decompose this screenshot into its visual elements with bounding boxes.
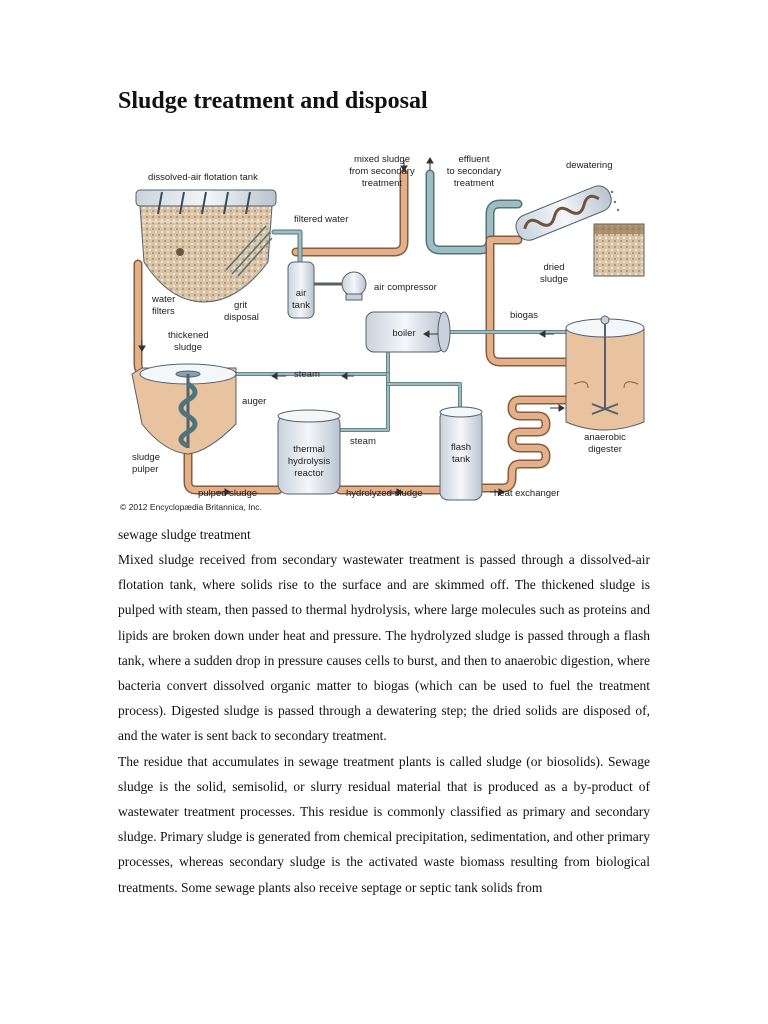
figure-caption: sewage sludge treatment <box>118 527 251 542</box>
svg-text:tank: tank <box>452 454 470 465</box>
label-anaerobic-digester: anaerobic <box>584 432 626 443</box>
diagram-labels: dissolved-air flotation tank mixed sludg… <box>120 154 626 512</box>
svg-text:sludge: sludge <box>174 342 202 353</box>
svg-text:treatment: treatment <box>362 178 402 189</box>
body-text: Mixed sludge received from secondary was… <box>118 547 650 900</box>
label-thermal-hydrolysis: thermal <box>293 444 325 455</box>
copyright-notice: © 2012 Encyclopædia Britannica, Inc. <box>120 502 262 512</box>
air-compressor <box>341 271 367 301</box>
label-biogas: biogas <box>510 310 538 321</box>
svg-text:disposal: disposal <box>224 312 259 323</box>
svg-text:sludge: sludge <box>540 274 568 285</box>
label-flash-tank: flash <box>451 442 471 453</box>
svg-text:tank: tank <box>292 300 310 311</box>
svg-text:hydrolysis: hydrolysis <box>288 456 330 467</box>
paragraph-1: Mixed sludge received from secondary was… <box>118 552 650 744</box>
paragraph-2: The residue that accumulates in sewage t… <box>118 753 650 895</box>
flash-tank <box>439 406 483 501</box>
label-grit-disposal: grit <box>234 300 248 311</box>
label-hydrolyzed-sludge: hydrolyzed sludge <box>346 488 423 499</box>
svg-text:treatment: treatment <box>454 178 494 189</box>
label-steam-top: steam <box>294 369 320 380</box>
label-dried-sludge: dried <box>543 262 564 273</box>
sludge-treatment-diagram: dissolved-air flotation tank mixed sludg… <box>118 152 650 516</box>
svg-text:from secondary: from secondary <box>349 166 415 177</box>
svg-text:reactor: reactor <box>294 468 324 479</box>
diagram-svg: dissolved-air flotation tank mixed sludg… <box>120 154 645 512</box>
boiler <box>365 311 451 353</box>
label-pulped-sludge: pulped sludge <box>198 488 257 499</box>
label-sludge-pulper: sludge <box>132 452 160 463</box>
label-heat-exchanger: heat exchanger <box>494 488 560 499</box>
svg-text:pulper: pulper <box>132 464 158 475</box>
svg-text:to secondary: to secondary <box>447 166 502 177</box>
label-air-tank: air <box>296 288 307 299</box>
dewatering-unit <box>515 185 645 277</box>
anaerobic-digester <box>565 315 645 431</box>
svg-text:filters: filters <box>152 306 175 317</box>
label-water-filters: water <box>151 294 175 305</box>
label-filtered-water: filtered water <box>294 214 348 225</box>
flow-arrows <box>138 157 565 496</box>
label-boiler: boiler <box>392 328 415 339</box>
thermal-hydrolysis-reactor <box>277 409 341 495</box>
svg-text:digester: digester <box>588 444 622 455</box>
pipes <box>133 169 572 495</box>
sludge-pulper <box>131 363 237 455</box>
label-auger: auger <box>242 396 266 407</box>
label-effluent: effluent <box>459 154 490 165</box>
label-daf-tank: dissolved-air flotation tank <box>148 172 258 183</box>
label-dewatering: dewatering <box>566 160 612 171</box>
daf-tank <box>135 189 277 303</box>
label-steam-mid: steam <box>350 436 376 447</box>
air-tank <box>287 261 315 319</box>
label-mixed-sludge: mixed sludge <box>354 154 410 165</box>
label-air-compressor: air compressor <box>374 282 437 293</box>
page-title: Sludge treatment and disposal <box>118 88 428 114</box>
label-thickened-sludge: thickened <box>168 330 209 341</box>
